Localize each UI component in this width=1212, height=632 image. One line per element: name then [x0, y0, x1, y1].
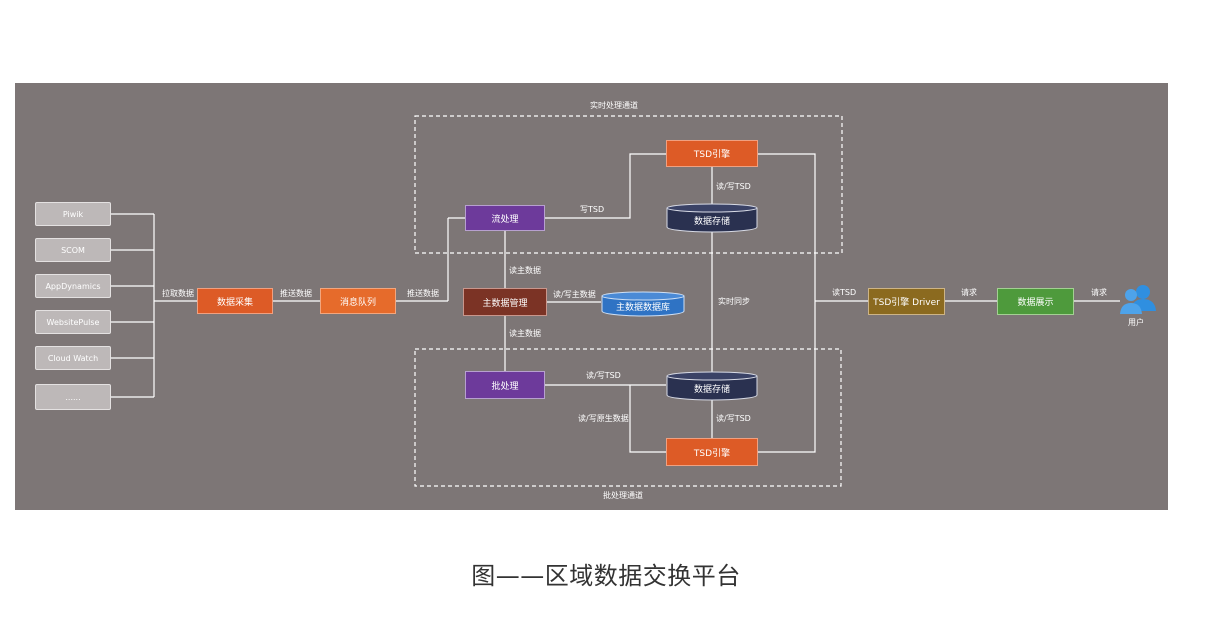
- master-data-mgmt-node: 主数据管理: [463, 288, 547, 316]
- data-display-node: 数据展示: [997, 288, 1074, 315]
- read-write-master-label: 读/写主数据: [553, 290, 596, 299]
- message-queue-node: 消息队列: [320, 288, 396, 314]
- source-scom: SCOM: [35, 238, 111, 262]
- source-websitepulse: WebsitePulse: [35, 310, 111, 334]
- data-storage-bottom-cylinder: 数据存储: [666, 371, 758, 401]
- source-more: ......: [35, 384, 111, 410]
- read-tsd-label: 读TSD: [832, 288, 857, 297]
- tsd-driver-node: TSD引擎 Driver: [868, 288, 945, 315]
- stream-processing-node: 流处理: [465, 205, 545, 231]
- read-write-tsd-top-label: 读/写TSD: [716, 182, 751, 191]
- read-master-top-label: 读主数据: [509, 266, 541, 275]
- data-storage-bottom-label: 数据存储: [693, 385, 730, 395]
- data-collection-node: 数据采集: [197, 288, 273, 314]
- read-write-tsd-bottom-label: 读/写TSD: [716, 414, 751, 423]
- diagram-panel: 实时处理通道 批处理通道 Piwik SCOM AppDynamics Webs…: [15, 83, 1168, 510]
- connector-lines: [111, 115, 1120, 487]
- figure-caption: 图——区域数据交换平台: [471, 562, 741, 590]
- master-database-cylinder: 主数据数据库: [601, 291, 685, 317]
- source-appdynamics: AppDynamics: [35, 274, 111, 298]
- master-database-label: 主数据数据库: [615, 303, 670, 313]
- request-label-1: 请求: [961, 288, 977, 297]
- read-write-tsd-batch-label: 读/写TSD: [586, 371, 621, 380]
- batch-channel-frame: [414, 348, 842, 487]
- realtime-sync-label: 实时同步: [718, 297, 750, 306]
- source-cloud-watch: Cloud Watch: [35, 346, 111, 370]
- data-storage-top-cylinder: 数据存储: [666, 203, 758, 233]
- user-icon: [1118, 283, 1158, 317]
- tsd-engine-bottom-node: TSD引擎: [666, 438, 758, 466]
- tsd-engine-top-node: TSD引擎: [666, 140, 758, 167]
- request-label-2: 请求: [1091, 288, 1107, 297]
- data-storage-top-label: 数据存储: [693, 217, 730, 227]
- write-tsd-label: 写TSD: [580, 205, 605, 214]
- source-piwik: Piwik: [35, 202, 111, 226]
- realtime-channel-frame: [414, 115, 843, 254]
- batch-channel-label: 批处理通道: [603, 491, 643, 500]
- realtime-channel-label: 实时处理通道: [590, 101, 638, 110]
- push-data-label-2: 推送数据: [407, 289, 439, 298]
- user-label: 用户: [1128, 318, 1144, 327]
- read-write-raw-label: 读/写原生数据: [578, 414, 629, 423]
- batch-processing-node: 批处理: [465, 371, 545, 399]
- pull-data-label: 拉取数据: [162, 289, 194, 298]
- read-master-bottom-label: 读主数据: [509, 329, 541, 338]
- push-data-label-1: 推送数据: [280, 289, 312, 298]
